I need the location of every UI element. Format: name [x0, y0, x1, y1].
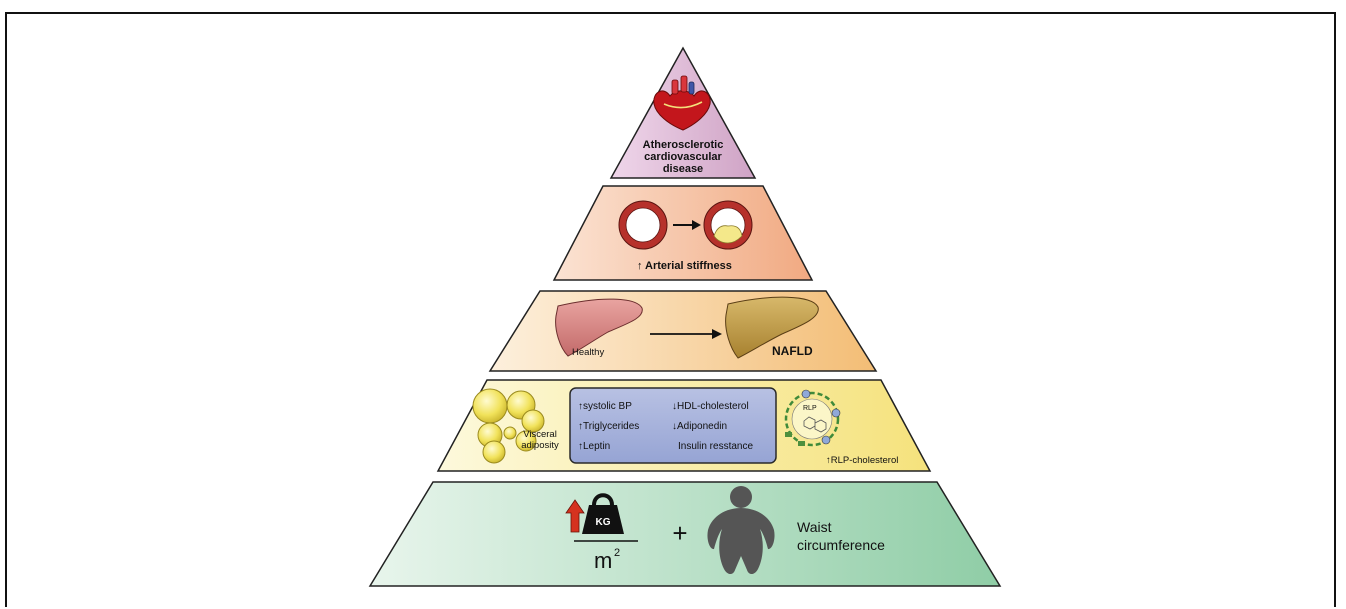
metabolic-markers-box: ↑systolic BP ↑Triglycerides ↑Leptin ↓HDL… [569, 387, 777, 464]
healthy-liver-icon [555, 298, 643, 357]
tier-arterial-shape [552, 185, 814, 281]
heart-icon [653, 75, 711, 131]
marker-right-3: Insulin resstance [678, 441, 753, 452]
plus-sign: + [672, 518, 687, 548]
nafld-label: NAFLD [772, 344, 813, 358]
healthy-label: Healthy [572, 347, 604, 358]
marker-left-2: ↑Triglycerides [578, 421, 639, 432]
bmi-exponent: 2 [614, 547, 620, 559]
waist-label-line-2: circumference [797, 537, 885, 553]
arterial-stiffness-label: Arterial stiffness [645, 260, 732, 272]
adiposity-label-line-2: adiposity [521, 440, 559, 451]
fatty-liver-icon [725, 296, 819, 359]
top-label-line-1: Atherosclerotic [643, 139, 724, 151]
tier-visceral-adiposity: Visceral adiposity ↑systolic BP ↑Triglyc… [436, 379, 932, 472]
marker-right-2: ↓Adiponedin [672, 421, 727, 432]
tier-liver: Healthy NAFLD [488, 290, 878, 372]
red-up-arrow-icon [565, 499, 585, 533]
rlp-particle-icon: RLP [784, 389, 841, 447]
marker-left-1: ↑systolic BP [578, 401, 632, 412]
artery-cross-section-icon [618, 200, 668, 250]
tier-base-shape [368, 481, 1002, 587]
top-label-line-2: cardiovascular [644, 151, 722, 163]
body-silhouette-icon [707, 486, 775, 575]
plaque-artery-icon [703, 200, 753, 250]
marker-right-1: ↓HDL-cholesterol [672, 401, 749, 412]
rlp-cholesterol-label: ↑RLP-cholesterol [826, 455, 898, 466]
tier-cardiovascular-disease: Atherosclerotic cardiovascular disease [609, 46, 757, 179]
marker-left-3: ↑Leptin [578, 441, 610, 452]
bmi-denominator: m [594, 548, 612, 573]
fat-cells-icon [472, 388, 545, 464]
tier-bmi-waist: KG m 2 + Waist circumference [368, 481, 1002, 587]
figure-frame [5, 12, 1336, 607]
arterial-arrow: ↑ [637, 260, 643, 272]
arrow-right-icon [673, 220, 701, 230]
arrow-right-icon [650, 329, 722, 339]
rlp-badge: RLP [803, 405, 817, 412]
tier-arterial-stiffness: ↑ Arterial stiffness [552, 185, 814, 281]
adiposity-label-line-1: Visceral [523, 429, 557, 440]
waist-label-line-1: Waist [797, 519, 832, 535]
kg-label: KG [596, 517, 611, 528]
top-label-line-3: disease [663, 163, 703, 175]
kettlebell-weight-icon: KG [582, 493, 624, 534]
tier-liver-shape [488, 290, 878, 372]
